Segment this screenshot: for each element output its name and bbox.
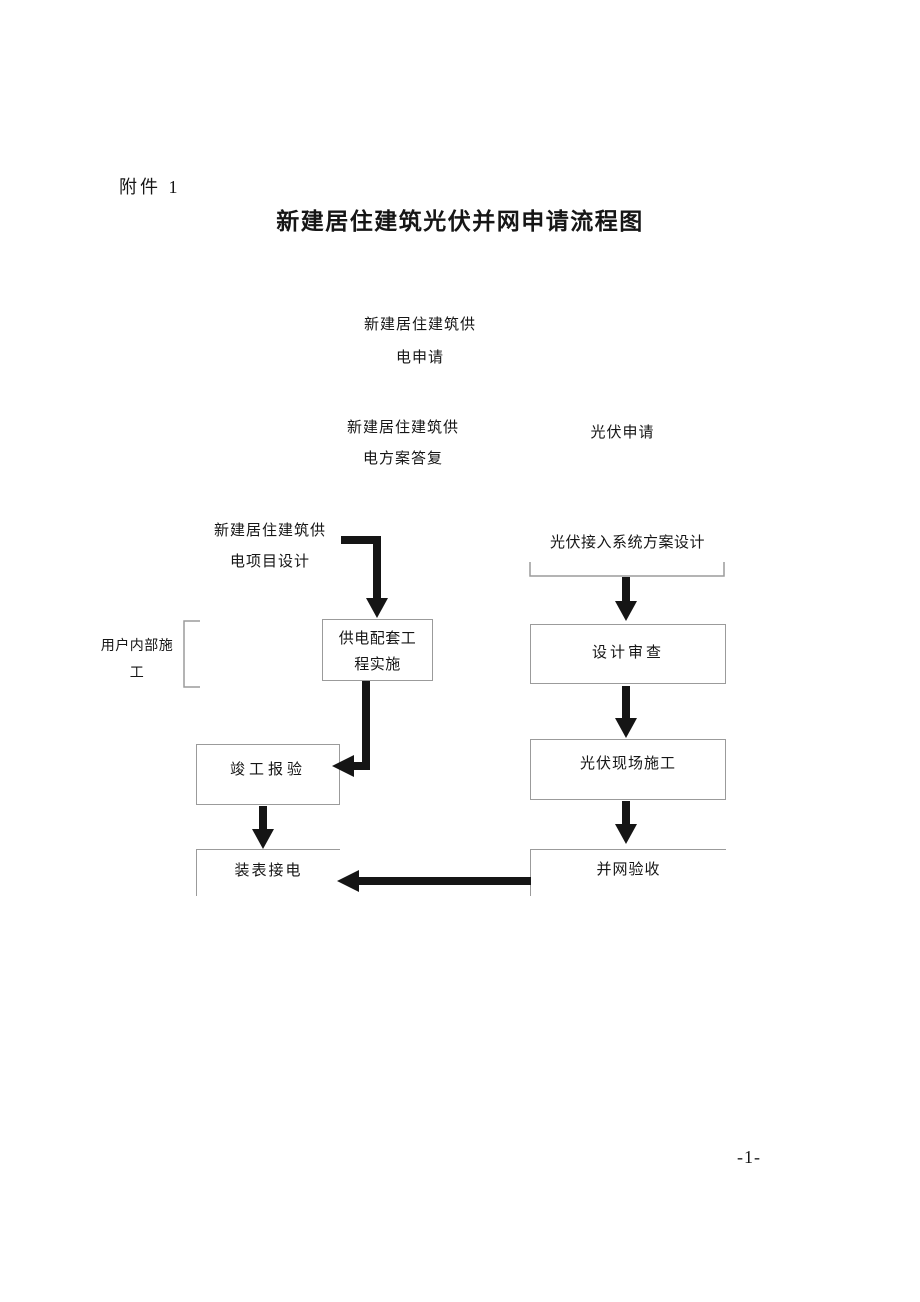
node-label-line: 新建居住建筑供	[363, 317, 476, 333]
attachment-label: 附件 1	[119, 177, 181, 197]
arrowhead-down-icon	[252, 829, 274, 849]
node-label-line: 供电配套工	[338, 631, 417, 647]
user-internal-bracket	[183, 620, 200, 688]
node-label-line: 新建居住建筑供	[213, 523, 326, 539]
node-pv-application: 光伏申请	[590, 425, 655, 441]
node-pv-access-system-design: 光伏接入系统方案设计	[549, 535, 705, 551]
node-label-line: 电申请	[395, 350, 444, 366]
node-supply-plan-reply: 新建居住建筑供 电方案答复	[303, 413, 503, 475]
node-user-internal-construction: 用户内部施 工	[94, 633, 180, 687]
arrowhead-down-icon	[615, 601, 637, 621]
node-pv-site-construction: 光伏现场施工	[530, 739, 726, 800]
arrowhead-down-icon	[615, 824, 637, 844]
pv-access-box-remnant	[529, 562, 725, 577]
node-label-line: 程实施	[354, 657, 401, 673]
node-label-line: 新建居住建筑供	[346, 420, 459, 436]
node-supply-application: 新建居住建筑供 电申请	[320, 309, 520, 375]
arrowhead-down-icon	[615, 718, 637, 738]
node-label-line: 电方案答复	[362, 451, 443, 467]
node-label-line: 工	[129, 666, 145, 681]
node-label-line: 电项目设计	[229, 554, 310, 570]
page-title: 新建居住建筑光伏并网申请流程图	[276, 209, 644, 234]
node-label-line: 用户内部施	[100, 639, 174, 654]
page-number: -1-	[737, 1147, 761, 1167]
node-supply-supporting-works: 供电配套工 程实施	[322, 619, 433, 681]
arrow-supporting-to-completion	[354, 681, 370, 770]
node-design-review: 设计审查	[530, 624, 726, 684]
node-grid-connection-acceptance: 并网验收	[530, 849, 726, 896]
arrowhead-left-icon	[337, 870, 359, 892]
node-completion-inspection: 竣工报验	[196, 744, 340, 805]
node-meter-installation: 装表接电	[196, 849, 340, 896]
arrowhead-down-icon	[366, 598, 388, 618]
node-supply-project-design: 新建居住建筑供 电项目设计	[170, 516, 370, 578]
